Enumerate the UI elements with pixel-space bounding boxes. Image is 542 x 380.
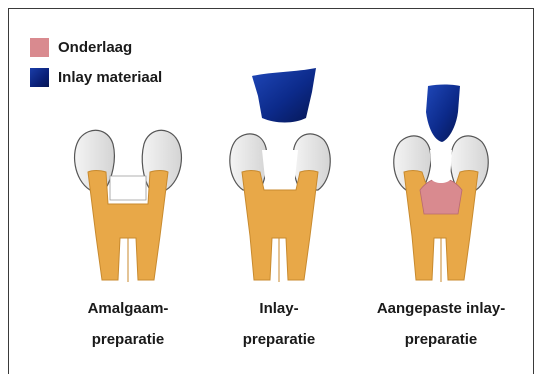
- caption-amalgaam: Amalgaam- preparatie: [43, 293, 213, 355]
- caption-aangepaste-line2: preparatie: [356, 324, 526, 355]
- tooth-amalgaam: [75, 130, 182, 282]
- inlay-block: [426, 85, 460, 143]
- caption-aangepaste-line1: Aangepaste inlay-: [356, 293, 526, 324]
- caption-amalgaam-line2: preparatie: [43, 324, 213, 355]
- caption-inlay-line1: Inlay-: [194, 293, 364, 324]
- caption-amalgaam-line1: Amalgaam-: [43, 293, 213, 324]
- onderlaag-base: [420, 178, 462, 214]
- cavity: [430, 150, 452, 183]
- cavity: [262, 150, 298, 188]
- caption-inlay-line2: preparatie: [194, 324, 364, 355]
- caption-inlay: Inlay- preparatie: [194, 293, 364, 355]
- tooth-inlay: [230, 68, 330, 282]
- cavity: [110, 176, 146, 200]
- inlay-block: [252, 68, 316, 123]
- caption-aangepaste-inlay: Aangepaste inlay- preparatie: [356, 293, 526, 355]
- tooth-aangepaste-inlay: [394, 85, 489, 283]
